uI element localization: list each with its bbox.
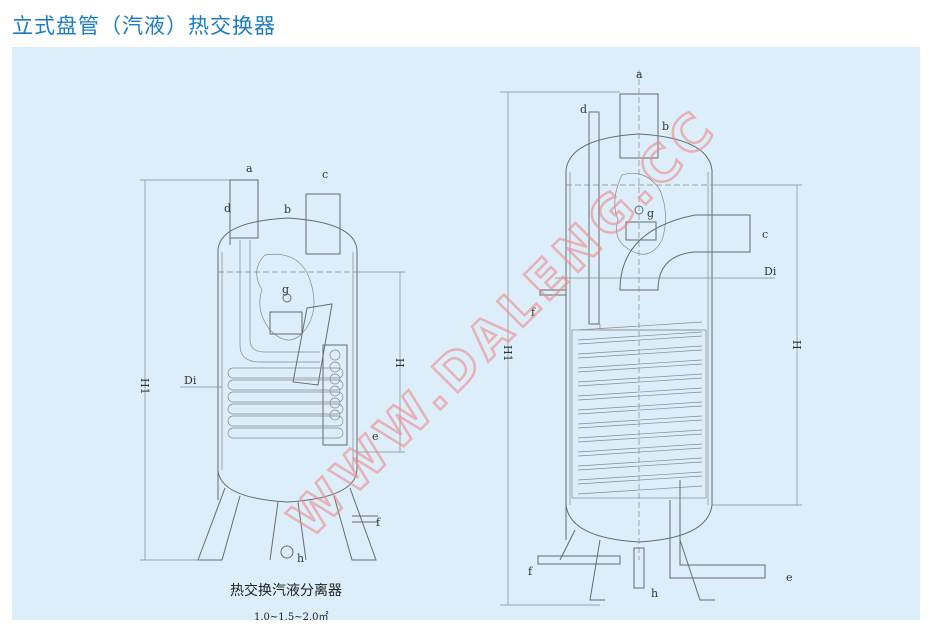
right-heat-exchanger: a b c d g Di H1 H f f e h xyxy=(500,68,803,606)
left-vessel-shell xyxy=(217,217,358,503)
diagram-panel xyxy=(12,47,920,620)
right-pipe-d xyxy=(588,111,600,325)
left-label-b: b xyxy=(284,203,291,216)
right-label-f-upper: f xyxy=(531,306,536,319)
right-outlet-c xyxy=(619,214,751,291)
right-vessel-shell xyxy=(565,133,713,543)
right-label-c: c xyxy=(762,228,768,241)
left-outlet-c xyxy=(305,193,341,255)
left-caption: 热交换汽液分离器 xyxy=(230,582,342,599)
right-label-a: a xyxy=(636,68,643,81)
left-label-h: H xyxy=(393,358,406,368)
right-label-f-lower: f xyxy=(528,565,533,578)
left-area-range: 1.0~1.5~2.0㎡ xyxy=(254,611,328,623)
right-label-h: H xyxy=(790,340,803,350)
left-label-c: c xyxy=(322,168,328,181)
left-sight-glass-g xyxy=(282,293,292,303)
left-label-g: g xyxy=(282,283,289,296)
right-label-g: g xyxy=(647,207,654,220)
right-label-h-outlet: h xyxy=(651,587,658,600)
watermark: WWW.DALENG.CC xyxy=(277,97,728,548)
right-label-h1: H1 xyxy=(501,345,514,362)
left-label-di: Di xyxy=(184,374,197,387)
right-label-e: e xyxy=(786,571,793,584)
left-label-h1: H1 xyxy=(138,378,151,395)
left-label-d: d xyxy=(224,202,231,215)
right-label-d: d xyxy=(580,103,587,116)
left-label-a: a xyxy=(246,162,253,175)
left-label-f: f xyxy=(376,516,381,529)
left-label-h-outlet: h xyxy=(297,552,304,565)
right-coils xyxy=(571,321,707,499)
left-coils xyxy=(227,344,348,446)
right-label-di: Di xyxy=(764,265,777,278)
page-title: 立式盘管（汽液）热交换器 xyxy=(12,14,276,38)
left-label-e: e xyxy=(372,430,379,443)
left-heat-exchanger: a b c d g Di H1 H e f h 热交换汽液分离器 1.0~1.5… xyxy=(138,162,406,623)
right-label-b: b xyxy=(662,120,669,133)
